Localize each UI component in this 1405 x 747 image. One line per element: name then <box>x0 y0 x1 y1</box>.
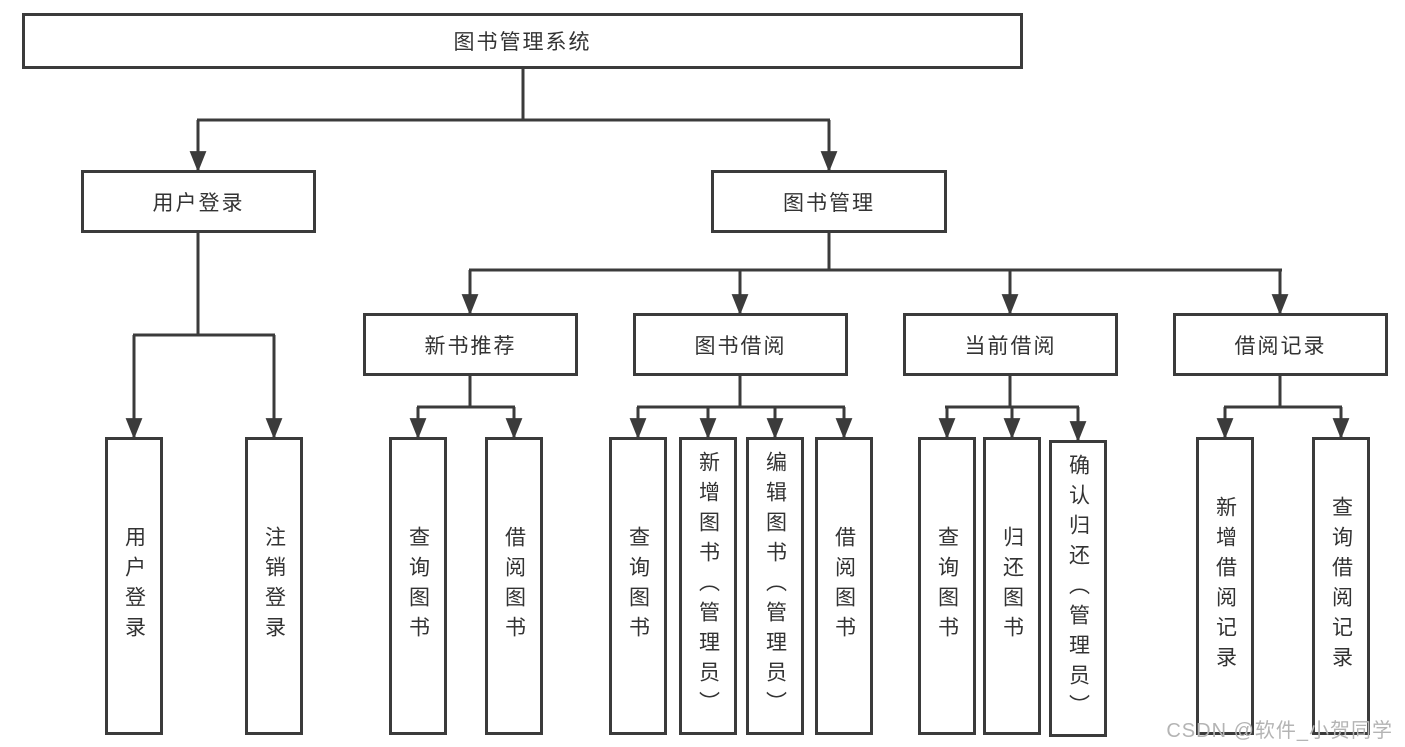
leaf-label: 借阅图书 <box>502 526 526 646</box>
node-library-management-system: 图书管理系统 <box>22 13 1023 69</box>
connector-userlogin-to-leaves <box>125 233 283 440</box>
node-current-borrow: 当前借阅 <box>903 313 1118 376</box>
leaf-return-books: 归还图书 <box>983 437 1041 735</box>
leaf-label: 查询图书 <box>935 526 959 646</box>
leaf-label: 注销登录 <box>262 526 286 646</box>
leaf-query-books-current: 查询图书 <box>918 437 976 735</box>
leaf-logout: 注销登录 <box>245 437 303 735</box>
leaf-label: 确认归还（管理员） <box>1066 453 1090 724</box>
leaf-borrow-books-newbook: 借阅图书 <box>485 437 543 735</box>
node-label: 借阅记录 <box>1234 334 1327 358</box>
connector-current-to-leaves <box>938 376 1087 443</box>
leaf-label: 用户登录 <box>122 526 146 646</box>
connector-bookmgmt-to-level3 <box>461 233 1289 316</box>
node-label: 当前借阅 <box>964 334 1057 358</box>
leaf-query-books-newbook: 查询图书 <box>389 437 447 735</box>
node-label: 图书借阅 <box>694 334 787 358</box>
leaf-query-books-borrow: 查询图书 <box>609 437 667 735</box>
csdn-watermark: CSDN @软件_小贺同学 <box>1166 720 1393 742</box>
leaf-label: 查询借阅记录 <box>1329 496 1353 676</box>
node-book-management: 图书管理 <box>711 170 947 233</box>
leaf-label: 新增借阅记录 <box>1213 496 1237 676</box>
node-borrow-record: 借阅记录 <box>1173 313 1388 376</box>
leaf-label: 编辑图书（管理员） <box>763 451 787 721</box>
leaf-label: 新增图书（管理员） <box>696 451 720 721</box>
node-user-login: 用户登录 <box>81 170 316 233</box>
connector-record-to-leaves <box>1216 376 1350 440</box>
node-label: 用户登录 <box>152 191 245 215</box>
connector-borrow-to-leaves <box>629 376 853 440</box>
leaf-user-login: 用户登录 <box>105 437 163 735</box>
node-new-book-recommend: 新书推荐 <box>363 313 578 376</box>
node-label: 图书管理 <box>783 191 875 215</box>
connector-root-to-level2 <box>189 69 838 173</box>
node-book-borrow: 图书借阅 <box>633 313 848 376</box>
leaf-query-borrow-record: 查询借阅记录 <box>1312 437 1370 735</box>
node-label: 图书管理系统 <box>453 31 592 54</box>
leaf-borrow-books: 借阅图书 <box>815 437 873 735</box>
leaf-edit-books-admin: 编辑图书（管理员） <box>746 437 804 735</box>
leaf-label: 查询图书 <box>626 526 650 646</box>
leaf-label: 归还图书 <box>1000 526 1024 646</box>
node-label: 新书推荐 <box>424 334 517 358</box>
leaf-label: 借阅图书 <box>832 526 856 646</box>
leaf-add-borrow-record: 新增借阅记录 <box>1196 437 1254 735</box>
leaf-add-books-admin: 新增图书（管理员） <box>679 437 737 735</box>
leaf-label: 查询图书 <box>406 526 430 646</box>
leaf-confirm-return-admin: 确认归还（管理员） <box>1049 440 1107 737</box>
connector-newbook-to-leaves <box>409 376 523 440</box>
